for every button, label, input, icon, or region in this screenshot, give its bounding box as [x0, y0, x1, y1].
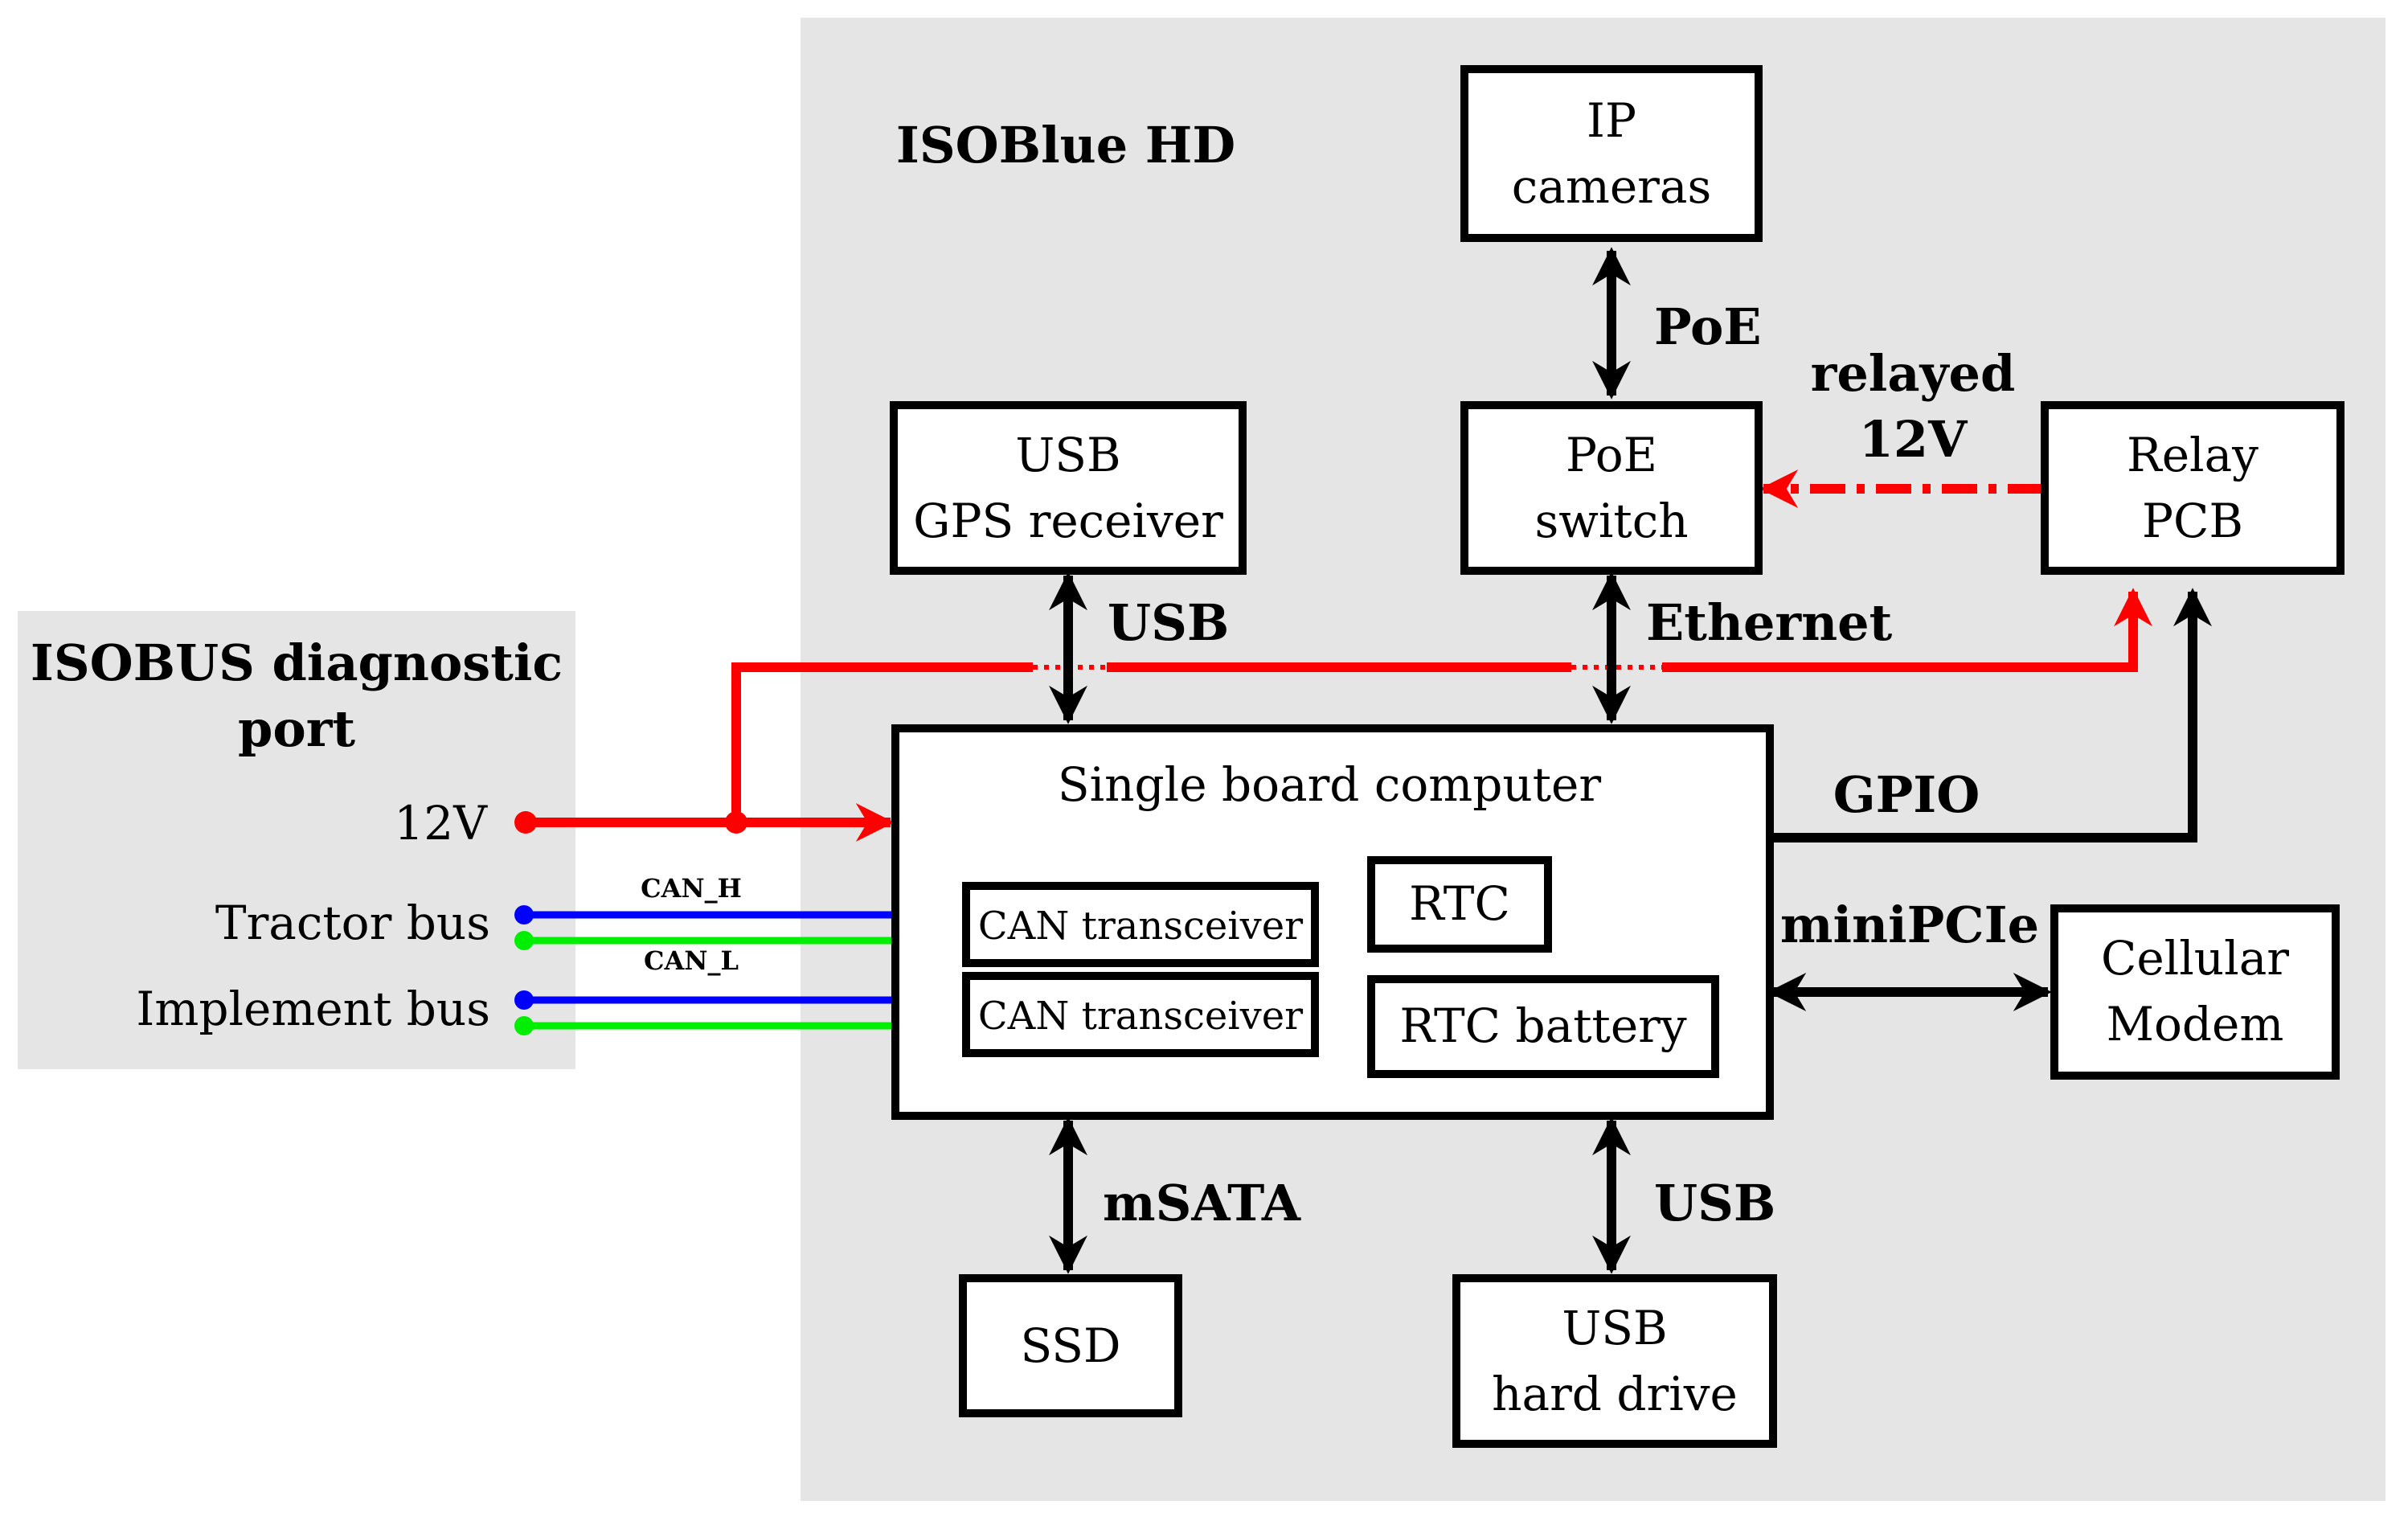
- poe-link-label: PoE: [1654, 297, 1762, 356]
- relay-pcb-line1: Relay: [2127, 428, 2259, 482]
- power-junction-dot: [725, 811, 747, 834]
- sbc-title: Single board computer: [1058, 757, 1602, 812]
- isoblue-title: ISOBlue HD: [896, 116, 1235, 174]
- poe-switch-line2: switch: [1534, 494, 1688, 548]
- power-12v-label: 12V: [394, 796, 488, 851]
- poe-switch-line1: PoE: [1566, 428, 1657, 482]
- usb-hdd-line2: hard drive: [1492, 1367, 1738, 1421]
- rtc-label: RTC: [1409, 876, 1510, 931]
- poe-switch-box: PoE switch: [1460, 401, 1763, 575]
- can-l-label: CAN_L: [644, 945, 739, 976]
- ssd-label: SSD: [1021, 1318, 1121, 1373]
- single-board-computer-box: Single board computer CAN transceiver CA…: [891, 724, 1774, 1120]
- can-h-label: CAN_H: [641, 873, 742, 904]
- minipcie-link-label: miniPCIe: [1780, 896, 2039, 954]
- usb-gps-receiver-box: USB GPS receiver: [890, 401, 1247, 575]
- tractor-bus-label: Tractor bus: [215, 896, 490, 950]
- ip-cameras-box: IP cameras: [1460, 65, 1763, 242]
- usb-hard-drive-box: USB hard drive: [1452, 1274, 1777, 1448]
- usb-gps-line2: GPS receiver: [913, 494, 1223, 548]
- can-l-implement-pin: [514, 1016, 534, 1035]
- data-links: [1049, 247, 2212, 1274]
- rtc-battery-label: RTC battery: [1399, 998, 1687, 1053]
- can-h-implement-pin: [514, 990, 534, 1010]
- can-l-tractor-pin: [514, 931, 534, 950]
- usb-hdd-link-label: USB: [1654, 1174, 1775, 1232]
- cellular-modem-box: Cellular Modem: [2050, 904, 2340, 1080]
- can-wiring: [524, 896, 964, 1044]
- can-transceiver-2-label: CAN transceiver: [978, 994, 1303, 1039]
- usb-hdd-line1: USB: [1562, 1301, 1667, 1355]
- gpio-link-label: GPIO: [1833, 765, 1980, 824]
- can-transceiver-1-label: CAN transceiver: [978, 904, 1303, 949]
- relay-pcb-line2: PCB: [2142, 494, 2243, 548]
- can-h-tractor-pin: [514, 905, 534, 924]
- can-transceiver-1-box: CAN transceiver: [962, 882, 1319, 967]
- isobus-title-line1: ISOBUS diagnostic: [31, 633, 563, 692]
- ip-cameras-line2: cameras: [1512, 159, 1711, 214]
- relayed-label-line1: relayed: [1811, 344, 2016, 403]
- rtc-battery-box: RTC battery: [1367, 975, 1719, 1078]
- relay-pcb-box: Relay PCB: [2041, 401, 2345, 575]
- msata-link-label: mSATA: [1103, 1174, 1301, 1232]
- usb-gps-link-label: USB: [1108, 593, 1229, 652]
- isobus-panel: [18, 611, 575, 1069]
- ip-cameras-line1: IP: [1587, 93, 1636, 148]
- isobus-title-line2: port: [238, 699, 355, 758]
- cellular-modem-line1: Cellular: [2101, 931, 2289, 986]
- ssd-box: SSD: [959, 1274, 1182, 1417]
- cellular-modem-line2: Modem: [2107, 997, 2284, 1052]
- implement-bus-label: Implement bus: [136, 982, 490, 1036]
- rtc-box: RTC: [1367, 856, 1552, 953]
- power-pin-dot: [514, 811, 537, 834]
- can-transceiver-2-box: CAN transceiver: [962, 972, 1319, 1057]
- relayed-label-line2: 12V: [1859, 410, 1968, 469]
- usb-gps-line1: USB: [1015, 428, 1120, 482]
- ethernet-link-label: Ethernet: [1646, 593, 1893, 652]
